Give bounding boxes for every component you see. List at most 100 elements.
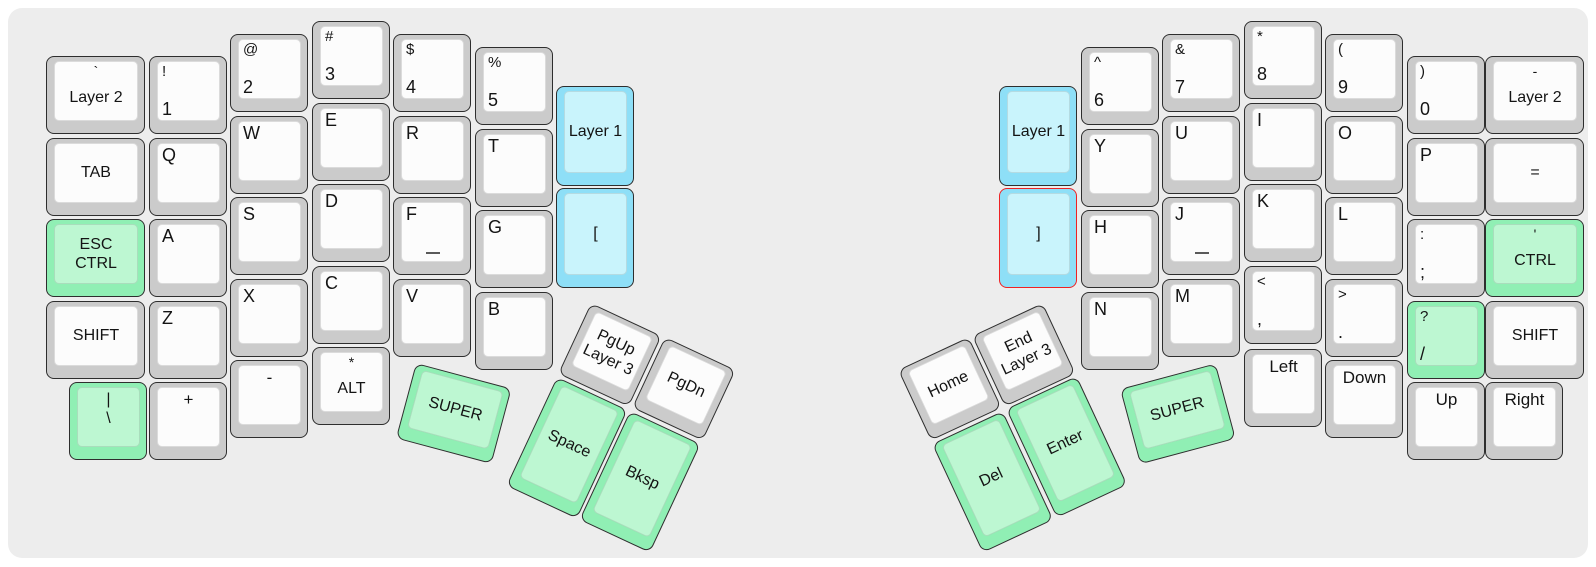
key-main-label: | [106, 391, 111, 408]
key-equals[interactable]: = [1485, 138, 1584, 216]
key-a[interactable]: A [149, 219, 227, 297]
keycap-top: Right [1493, 387, 1556, 447]
key-b[interactable]: B [475, 292, 553, 370]
key-u[interactable]: U [1162, 116, 1240, 194]
key-l[interactable]: L [1325, 197, 1403, 275]
keycap-top: B [483, 297, 546, 357]
key-slash[interactable]: ?/ [1407, 301, 1485, 379]
key-3[interactable]: #3 [312, 21, 390, 99]
key-shifted-label: @ [243, 41, 259, 58]
key-z[interactable]: Z [149, 301, 227, 379]
key-5[interactable]: %5 [475, 47, 553, 125]
key-main-label: 5 [488, 90, 499, 110]
key-v[interactable]: V [393, 279, 471, 357]
key-main-label: SHIFT [72, 327, 120, 344]
key-main-label: . [1338, 322, 1344, 342]
key-main-label: Del [976, 464, 1006, 491]
keycap-top: R [401, 121, 464, 181]
key-0[interactable]: )0 [1407, 56, 1485, 134]
keycap-top: N [1089, 297, 1152, 357]
key-quote-ctrl[interactable]: 'CTRL [1485, 219, 1584, 297]
key-9[interactable]: (9 [1325, 34, 1403, 112]
key-1[interactable]: !1 [149, 56, 227, 134]
key-main-label: P [1420, 145, 1433, 165]
key-main-label: E [325, 110, 338, 130]
key-f[interactable]: F [393, 197, 471, 275]
key-main-label: Layer 2 [69, 88, 123, 106]
key-k[interactable]: K [1244, 184, 1322, 262]
key-main-label: J [1175, 204, 1184, 224]
key-layer1-right[interactable]: Layer 1 [999, 86, 1077, 186]
key-h[interactable]: H [1081, 210, 1159, 288]
key-4[interactable]: $4 [393, 34, 471, 112]
key-g[interactable]: G [475, 210, 553, 288]
key-6[interactable]: ^6 [1081, 47, 1159, 125]
key-arrow-down[interactable]: Down [1325, 360, 1403, 438]
key-shift-left[interactable]: SHIFT [46, 301, 145, 379]
key-t[interactable]: T [475, 129, 553, 207]
key-pipe-backslash[interactable]: |\ [69, 382, 147, 460]
key-star-alt[interactable]: *ALT [312, 347, 390, 425]
key-super-left[interactable]: SUPER [395, 363, 512, 464]
key-shifted-label: < [1257, 273, 1266, 290]
key-main-label: - [266, 368, 273, 387]
key-super-right[interactable]: SUPER [1120, 363, 1236, 465]
keycap-top: *ALT [320, 352, 383, 412]
keycap-top: E [320, 108, 383, 168]
key-w[interactable]: W [230, 116, 308, 194]
keycap-top: Q [157, 143, 220, 203]
key-rbracket[interactable]: ] [999, 188, 1077, 288]
keycap-top: SUPER [406, 369, 504, 450]
key-minus-left[interactable]: - [230, 360, 308, 438]
key-o[interactable]: O [1325, 116, 1403, 194]
key-main-label: Left [1269, 357, 1298, 376]
key-main-label: Q [162, 145, 177, 165]
key-grave-layer2[interactable]: `Layer 2 [46, 56, 145, 134]
key-j[interactable]: J [1162, 197, 1240, 275]
key-c[interactable]: C [312, 266, 390, 344]
key-shifted-label: # [325, 28, 334, 45]
key-arrow-left[interactable]: Left [1244, 349, 1322, 427]
key-r[interactable]: R [393, 116, 471, 194]
keycap-top: TAB [54, 143, 138, 203]
key-main-label: D [325, 191, 338, 211]
key-main-label: W [243, 123, 260, 143]
key-arrow-up[interactable]: Up [1407, 382, 1485, 460]
key-m[interactable]: M [1162, 279, 1240, 357]
key-plus[interactable]: + [149, 382, 227, 460]
key-period[interactable]: >. [1325, 279, 1403, 357]
keycap-top: X [238, 284, 301, 344]
key-7[interactable]: &7 [1162, 34, 1240, 112]
key-arrow-right[interactable]: Right [1485, 382, 1563, 460]
key-p[interactable]: P [1407, 138, 1485, 216]
key-lbracket[interactable]: [ [556, 188, 634, 288]
key-layer1-left[interactable]: Layer 1 [556, 86, 634, 186]
key-i[interactable]: I [1244, 103, 1322, 181]
key-x[interactable]: X [230, 279, 308, 357]
key-shift-right[interactable]: SHIFT [1485, 301, 1584, 379]
keycap-top: L [1333, 202, 1396, 262]
key-d[interactable]: D [312, 184, 390, 262]
keycap-top: Home [907, 344, 990, 426]
key-tab[interactable]: TAB [46, 138, 145, 216]
key-y[interactable]: Y [1081, 129, 1159, 207]
key-q[interactable]: Q [149, 138, 227, 216]
key-minus-layer2[interactable]: -Layer 2 [1485, 56, 1584, 134]
key-shifted-label: % [488, 54, 502, 71]
key-main-label: X [243, 286, 256, 306]
key-s[interactable]: S [230, 197, 308, 275]
key-shifted-label: ( [1338, 41, 1343, 58]
key-main-label: Home [925, 367, 972, 402]
keycap-top: !1 [157, 61, 220, 121]
keycap-top: C [320, 271, 383, 331]
key-8[interactable]: *8 [1244, 21, 1322, 99]
key-e[interactable]: E [312, 103, 390, 181]
key-main-label: S [243, 204, 256, 224]
key-2[interactable]: @2 [230, 34, 308, 112]
key-comma[interactable]: <, [1244, 266, 1322, 344]
key-n[interactable]: N [1081, 292, 1159, 370]
key-semicolon[interactable]: :; [1407, 219, 1485, 297]
